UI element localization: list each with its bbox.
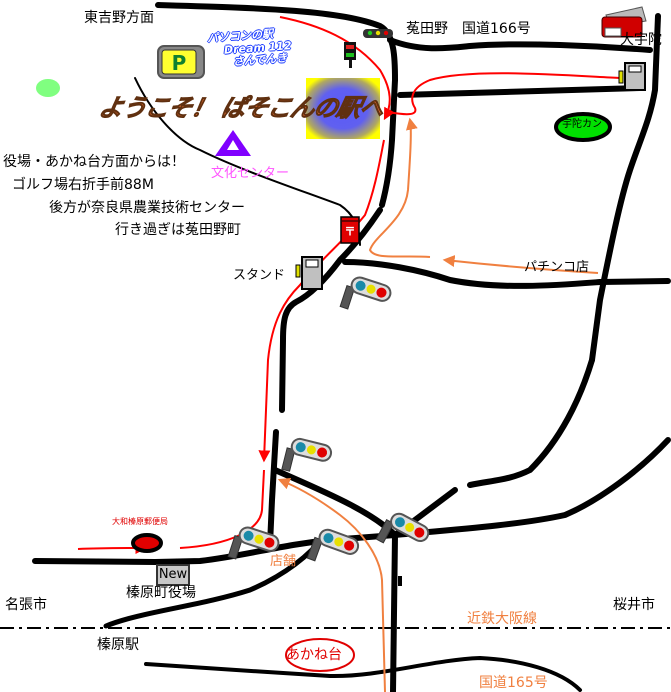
direction-line: 役場・あかね台方面からは！	[3, 154, 185, 170]
label-route166: 菟田野 国道166号	[406, 21, 531, 37]
welcome-title: ようこそ！ ぱそこんの駅へ	[96, 94, 386, 123]
direction-line: ゴルフ場右折手前88M	[12, 177, 154, 193]
traffic-light-icon	[363, 29, 393, 38]
direction-line: 行き過ぎは菟田野町	[115, 222, 241, 238]
road-diagonal-mid	[272, 467, 398, 538]
road-to-station	[103, 532, 328, 629]
svg-text:〒: 〒	[345, 225, 356, 238]
traffic-light-icon	[339, 273, 394, 322]
road-uda-southeast	[467, 357, 595, 488]
road-main-ns-lower	[267, 429, 279, 548]
fax-machine-icon	[601, 6, 647, 38]
label-pachinko: パチンコ店	[524, 260, 590, 275]
post-office-marker	[131, 533, 163, 553]
culture-center-icon	[215, 130, 251, 156]
label-haibara-station: 榛原駅	[97, 637, 139, 653]
parking-icon: P	[157, 45, 205, 79]
road-pachinko	[342, 259, 671, 289]
label-ouda: 大宇陀	[620, 32, 662, 48]
svg-text:P: P	[172, 51, 187, 75]
road-main-ns-upper	[379, 77, 398, 208]
label-uda-kan: 宇陀カン	[562, 119, 602, 130]
post-box-icon: 〒	[340, 216, 360, 244]
label-sakurai: 桜井市	[613, 597, 655, 613]
road-route165	[144, 655, 582, 692]
pedestrian-signal-icon	[344, 42, 356, 68]
label-stand: スタンド	[233, 268, 286, 283]
gas-station-icon	[618, 62, 646, 91]
road-route166	[387, 37, 653, 53]
shop-name: パソコンの駅 Dream 112 さんでんき	[207, 27, 293, 71]
alt-route	[277, 117, 599, 692]
road-marker	[398, 576, 402, 586]
akanedai-marker	[285, 638, 355, 672]
label-higashi-yoshino: 東吉野方面	[84, 10, 154, 26]
label-nabari: 名張市	[5, 597, 47, 613]
label-town-hall: 榛原町役場	[126, 585, 196, 601]
direction-line: 後方が奈良県農業技術センター	[49, 200, 245, 216]
traffic-light-icon	[306, 525, 362, 575]
label-kintetsu: 近鉄大阪線	[467, 611, 537, 627]
label-tenpo: 店舗	[270, 554, 297, 569]
label-bunka-center: 文化センター	[211, 166, 290, 181]
road-higashiyoshino	[155, 2, 398, 83]
road-south-vertical	[390, 532, 398, 692]
road-east-right	[392, 437, 671, 538]
roads	[32, 2, 671, 692]
label-post-office: 大和榛原郵便局	[112, 517, 168, 526]
gas-station-icon	[295, 256, 323, 290]
new-badge: New	[156, 564, 190, 586]
road-main-ns-mid	[279, 207, 383, 413]
label-route165: 国道165号	[479, 675, 548, 691]
uda-kan-marker	[554, 112, 612, 142]
label-akanedai: あかね台	[286, 647, 342, 663]
green-dot-marker	[36, 79, 60, 97]
road-to-gas-east	[397, 85, 643, 98]
destination-highlight	[306, 78, 380, 139]
road-ouda-vertical	[589, 13, 661, 363]
